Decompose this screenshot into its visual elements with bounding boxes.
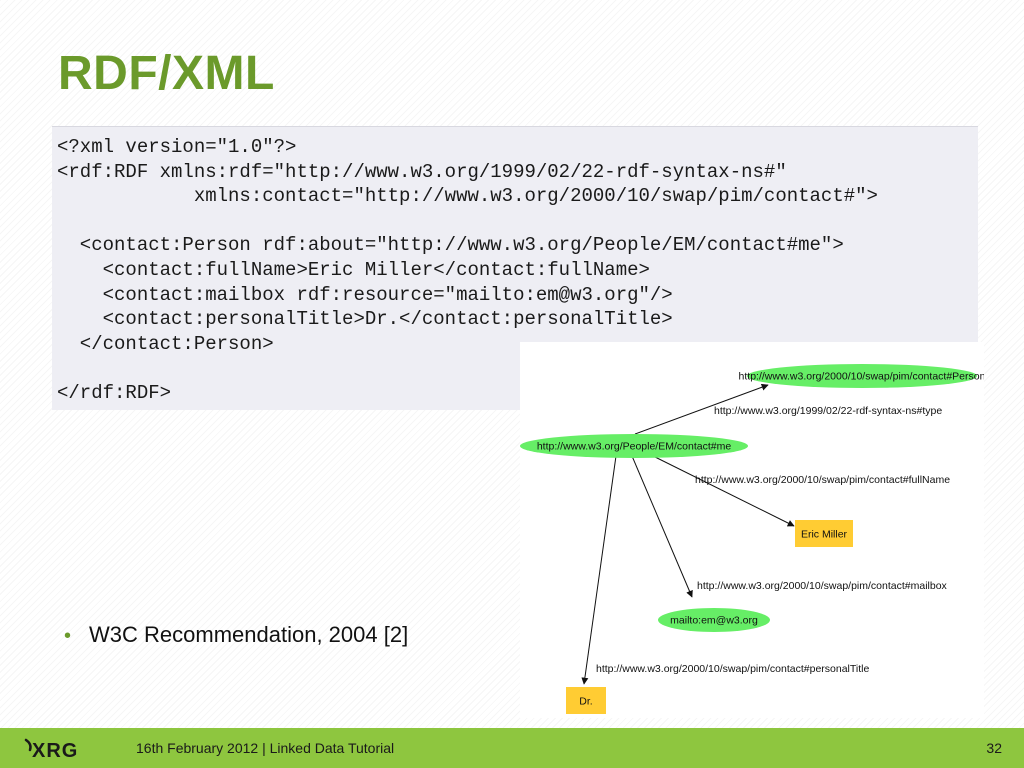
node-me-label: http://www.w3.org/People/EM/contact#me [537,441,732,453]
code-line: <contact:Person rdf:about="http://www.w3… [57,234,844,257]
footer-text: 16th February 2012 | Linked Data Tutoria… [136,740,395,756]
bullet-dot-icon: • [64,625,72,647]
xrg-logo-icon: XRG [24,738,78,762]
code-line: <contact:personalTitle>Dr.</contact:pers… [57,308,673,331]
rdf-xml-code-block: <?xml version="1.0"?><rdf:RDF xmlns:rdf=… [52,126,978,410]
code-line: <?xml version="1.0"?> [57,136,297,158]
bullet-text: W3C Recommendation, 2004 [2] [89,622,409,647]
code-line: <contact:mailbox rdf:resource="mailto:em… [57,283,673,306]
edge-label-personaltitle: http://www.w3.org/2000/10/swap/pim/conta… [596,663,869,675]
node-fullname-value-label: Eric Miller [801,529,848,541]
code-line: <contact:fullName>Eric Miller</contact:f… [57,258,650,281]
edge-label-type: http://www.w3.org/1999/02/22-rdf-syntax-… [714,405,942,417]
code-line [57,209,978,234]
code-line: <rdf:RDF xmlns:rdf="http://www.w3.org/19… [57,160,787,183]
node-title-value [566,687,606,714]
edge-mailbox [631,455,693,598]
edge-personaltitle [581,455,617,685]
edge-label-mailbox: http://www.w3.org/2000/10/swap/pim/conta… [697,580,948,592]
node-person [747,364,977,388]
node-me [520,434,748,458]
code-line: xmlns:contact="http://www.w3.org/2000/10… [57,185,878,208]
bullet-item: • W3C Recommendation, 2004 [2] [64,622,408,648]
code-line: </rdf:RDF> [57,381,172,404]
edge-label-fullname: http://www.w3.org/2000/10/swap/pim/conta… [695,474,950,486]
svg-text:XRG: XRG [32,740,78,762]
node-title-value-label: Dr. [579,696,592,708]
slide-title: RDF/XML [58,47,275,100]
code-line: </contact:Person> [57,332,274,355]
edge-fullname [644,451,795,527]
page-number: 32 [986,740,1002,756]
node-mailbox-value [658,608,770,632]
node-person-label: http://www.w3.org/2000/10/swap/pim/conta… [739,371,984,383]
rdf-graph-diagram: http://www.w3.org/1999/02/22-rdf-syntax-… [520,342,984,718]
rdf-graph-svg: http://www.w3.org/1999/02/22-rdf-syntax-… [520,364,984,714]
footer-bar: XRG 16th February 2012 | Linked Data Tut… [0,728,1024,768]
edge-type [634,383,769,435]
node-fullname-value [795,520,853,547]
node-mailbox-value-label: mailto:em@w3.org [670,615,758,627]
